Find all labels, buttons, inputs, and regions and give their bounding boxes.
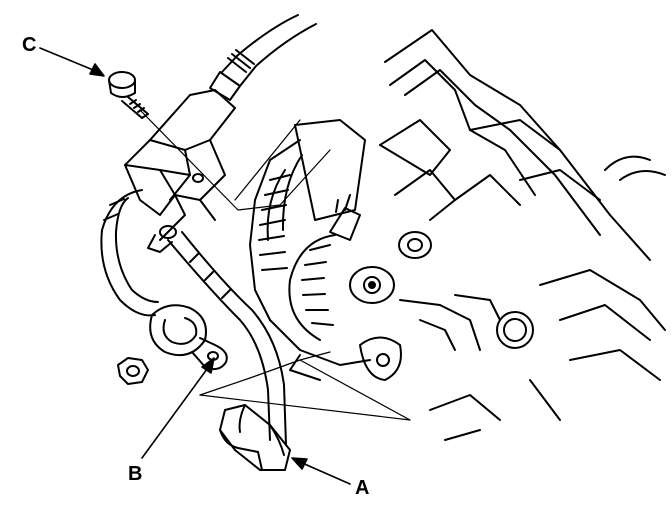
bolt-c xyxy=(108,71,149,119)
ground-cable-loop xyxy=(100,189,159,317)
callout-label-c: C xyxy=(22,34,37,56)
callout-arrow-a xyxy=(291,457,351,485)
nut-b xyxy=(117,357,149,385)
callout-label-a: A xyxy=(355,477,370,499)
callout-arrow-c xyxy=(39,47,105,77)
terminal-connector-a xyxy=(219,404,291,471)
ring-terminal-b xyxy=(149,304,228,371)
ground-cable-upper xyxy=(209,14,317,101)
cable-bracket xyxy=(124,89,236,253)
callout-arrow-b xyxy=(141,357,215,459)
ground-cable-lower xyxy=(167,231,287,446)
leader-lines xyxy=(139,109,411,421)
callout-label-b: B xyxy=(128,463,143,485)
engine-block xyxy=(379,29,666,441)
alternator-assembly xyxy=(249,119,534,381)
